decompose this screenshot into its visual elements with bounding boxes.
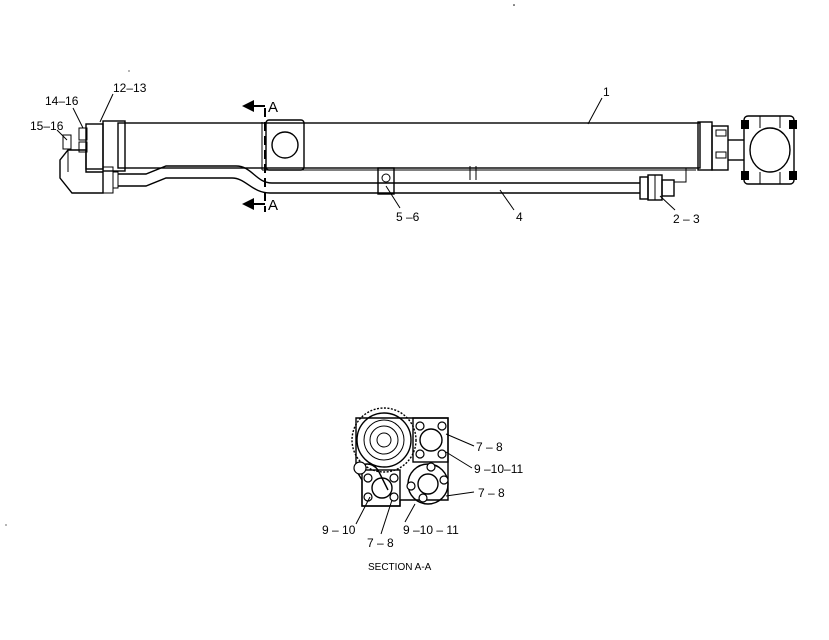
- left-end-cap: [59, 120, 126, 194]
- section-caption: SECTION A-A: [368, 562, 432, 573]
- mid-bracket: [261, 119, 305, 171]
- leader-lines-section: [355, 433, 475, 535]
- leader-lines-top: [56, 93, 676, 211]
- callout-4: 4: [516, 210, 523, 224]
- speck: [513, 4, 515, 6]
- fitting: [639, 167, 696, 201]
- callout-12-13: 12–13: [113, 81, 147, 95]
- right-end-cap: [697, 115, 797, 185]
- section-marker-bottom: A: [268, 197, 278, 214]
- callout-9-10-11-top: 9 –10–11: [474, 462, 523, 476]
- callout-9-10: 9 – 10: [322, 523, 356, 537]
- section-marker-top: A: [268, 99, 278, 116]
- callout-7-8-mid: 7 – 8: [478, 486, 505, 500]
- speck: [128, 70, 130, 72]
- callout-7-8-top: 7 – 8: [476, 440, 503, 454]
- callout-2-3: 2 – 3: [673, 212, 700, 226]
- speck: [5, 524, 7, 526]
- callout-14-16: 14–16: [45, 94, 79, 108]
- main-tube: [117, 122, 701, 169]
- callout-1: 1: [603, 85, 610, 99]
- clip: [377, 167, 395, 195]
- section-view: [351, 407, 449, 507]
- return-line: [118, 165, 696, 194]
- callout-15-16: 15–16: [30, 119, 64, 133]
- section-cut-line: [242, 100, 266, 212]
- callout-9-10-11-bottom: 9 –10 – 11: [403, 523, 459, 537]
- callout-5-6: 5 –6: [396, 210, 420, 224]
- callout-7-8-bottom: 7 – 8: [367, 536, 394, 550]
